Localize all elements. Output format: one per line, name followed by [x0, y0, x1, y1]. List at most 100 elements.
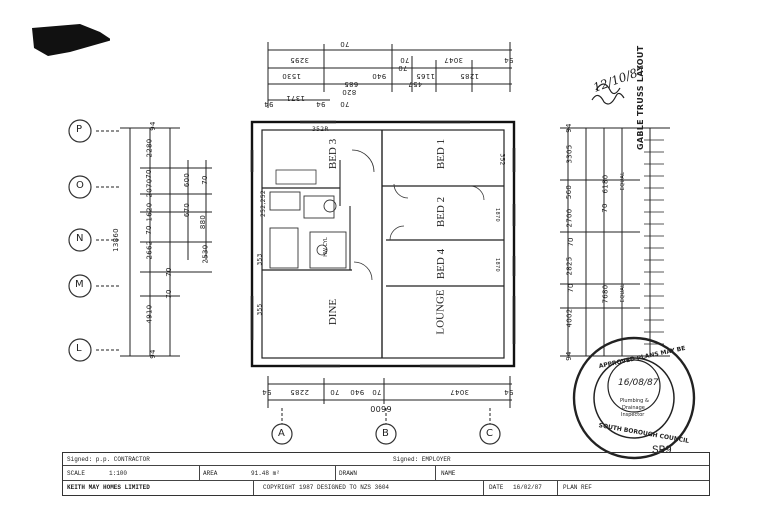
room-label-lounge: LOUNGE	[434, 289, 447, 335]
stamp-inner-1: Plumbing &	[620, 398, 649, 404]
dim-top2-b: 940	[372, 72, 387, 80]
wall-label-352r: 352R	[312, 126, 329, 133]
bath-dim-a: 1870	[493, 208, 500, 222]
dim-top2-f: 685	[344, 80, 359, 88]
dim-left-i: 94	[148, 349, 157, 359]
dim-top-a: 3295	[290, 56, 310, 64]
company-name: KEITH MAY HOMES LIMITED	[67, 484, 150, 491]
dim-left-total: 13860	[111, 228, 120, 252]
dim-top3-d: 94	[316, 100, 326, 108]
room-label-bed1: BED 1	[435, 138, 448, 170]
wall-label-352: 352	[498, 153, 506, 166]
dim-right-a: 3305	[565, 144, 574, 164]
dim-top3-b: 1371	[286, 94, 306, 102]
grid-row-o: O	[76, 180, 84, 191]
wall-label-355: 355	[256, 303, 264, 316]
room-label-bed4: BED 4	[435, 248, 448, 280]
plan-ref-label: PLAN REF	[563, 484, 592, 491]
dim-right-d: 70	[566, 237, 575, 247]
dim-top3-e: 94	[264, 100, 274, 108]
copyright-note: COPYRIGHT 1987 DESIGNED TO NZS 3604	[263, 484, 390, 491]
dim-right-e: 2825	[565, 256, 574, 276]
dim-right2-a: 6180	[601, 174, 610, 194]
dim-bottom-c: 940	[350, 388, 365, 396]
dim-left2-c: 880	[199, 214, 208, 230]
name-label: NAME	[441, 470, 456, 477]
dim-left2-f: 70	[164, 267, 173, 277]
grid-col-c: C	[486, 428, 493, 439]
grid-row-n: N	[76, 233, 84, 244]
council-approval-stamp	[572, 336, 696, 460]
grid-col-b: B	[382, 428, 389, 439]
dim-right2-b: 70	[600, 203, 609, 213]
dim-right2-c: 7680	[601, 284, 610, 304]
dim-left-h: 94	[148, 121, 157, 131]
room-label-dine: DINE	[327, 298, 340, 326]
stamp-inner-3: Inspector	[621, 412, 645, 418]
dim-left-c: 2070	[145, 178, 154, 198]
dim-top3-a: 820	[342, 88, 357, 96]
dim-top2-e: 1165	[416, 72, 436, 80]
dim-left-d: 1620	[145, 202, 154, 222]
dim-top3-c: 70	[340, 100, 350, 108]
dim-top2-g: 457	[408, 80, 423, 88]
dim-bottom-e: 3047	[450, 388, 470, 396]
dim-left2-a: 600	[183, 172, 192, 188]
room-label-bed2: BED 2	[435, 196, 448, 228]
dim-top-d: 94	[504, 56, 514, 64]
dim-top2-c: 70	[398, 64, 408, 72]
stamp-date: 16/08/87	[618, 378, 659, 388]
dim-top-c: 3047	[444, 56, 464, 64]
bath-dim-b: 1870	[493, 258, 500, 272]
dim-left-e: 70	[144, 225, 153, 235]
date-label: DATE	[489, 484, 504, 491]
dim-left2-d: 2530	[201, 244, 210, 264]
scale-value: 1:100	[109, 470, 128, 477]
dim-right-c: 2700	[565, 208, 574, 228]
title-block: Signed: p.p. CONTRACTOR Signed: EMPLOYER…	[62, 452, 710, 496]
dim-bottom-b: 70	[330, 388, 340, 396]
handwritten-signature	[591, 83, 625, 105]
grid-row-m: M	[75, 279, 84, 290]
building-outline	[250, 120, 516, 368]
dim-right-g: 4002	[565, 308, 574, 328]
dim-left-b: 70	[144, 169, 153, 179]
dim-right-b: 560	[565, 184, 574, 200]
dim-right-i: 94	[564, 351, 573, 361]
dim-left-f: 2662	[145, 240, 154, 260]
dim-right-h: 94	[564, 123, 573, 133]
equal-label-2: EQUAL	[620, 283, 627, 303]
dim-left-g: 4910	[145, 304, 154, 324]
dim-bottom-d: 70	[372, 388, 382, 396]
room-label-bed3: BED 3	[327, 138, 340, 170]
equal-label-1: EQUAL	[620, 171, 627, 191]
wall-label-252: 252,252	[259, 190, 267, 217]
sheet-id: SR9	[652, 445, 672, 457]
stamp-inner-2: Drainage	[622, 405, 645, 411]
dim-left2-g: 70	[164, 289, 173, 299]
dim-top2-d: 1285	[460, 72, 480, 80]
dim-left2-b: 670	[183, 202, 192, 218]
dim-top-outer: 70	[340, 40, 350, 48]
dim-left2-e: 70	[200, 175, 209, 185]
grid-col-a: A	[278, 428, 285, 439]
dim-bottom-f: 94	[262, 388, 272, 396]
dim-bottom-a: 2285	[290, 388, 310, 396]
wall-label-353: 353	[256, 253, 264, 266]
grid-row-p: P	[76, 124, 83, 135]
dim-right-f: 70	[566, 283, 575, 293]
dim-top-b: 70	[400, 56, 410, 64]
room-label-hwc: HW CYL	[322, 237, 329, 257]
corner-blot	[32, 24, 110, 56]
gable-truss-label: GABLE TRUSS LAYOUT	[636, 45, 645, 150]
area-value: 91.48 m²	[251, 470, 280, 477]
date-value: 16/02/87	[513, 484, 542, 491]
contractor-label: Signed: p.p. CONTRACTOR	[67, 456, 150, 463]
dim-left-a: 2280	[145, 138, 154, 158]
employer-label: Signed: EMPLOYER	[393, 456, 451, 463]
dim-bottom-g: 94	[504, 388, 514, 396]
dim-bottom-total: 6600	[370, 404, 392, 413]
grid-row-l: L	[76, 343, 82, 354]
scale-label: SCALE	[67, 470, 86, 477]
